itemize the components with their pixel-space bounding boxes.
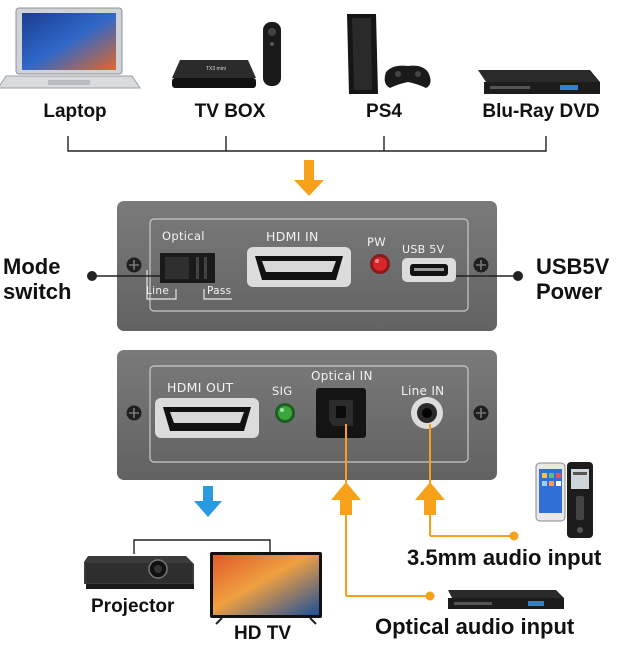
tv-icon xyxy=(210,552,322,625)
top-panel xyxy=(117,201,497,331)
mode-switch-icon xyxy=(160,253,215,283)
optical-audio-path xyxy=(331,424,435,601)
source-label-ps4: PS4 xyxy=(366,101,402,122)
bluray-player-icon xyxy=(478,70,600,94)
line-in-label: Line IN xyxy=(401,384,445,398)
mode-callout xyxy=(87,271,160,281)
laptop-icon xyxy=(0,7,141,89)
ps4-icon xyxy=(347,14,431,94)
tv-box-icon: TX3 mini xyxy=(172,22,281,88)
hdmi-out-port-icon xyxy=(155,398,259,438)
mode-switch-label-line1: Mode xyxy=(3,254,61,279)
line-mode-label: Line xyxy=(146,285,170,297)
power-led-icon xyxy=(370,254,390,274)
usb-power-label-line2: Power xyxy=(536,279,603,304)
line-audio-path xyxy=(415,424,519,541)
screw-icon xyxy=(473,405,489,421)
optical-in-label: Optical IN xyxy=(311,369,373,383)
usb-power-label: USB5V Power xyxy=(536,254,609,304)
sig-label: SIG xyxy=(272,384,293,398)
hdmi-out-label: HDMI OUT xyxy=(167,380,234,395)
usb-power-label-line1: USB5V xyxy=(536,254,610,279)
optical-mode-label: Optical xyxy=(162,229,205,243)
bottom-panel xyxy=(117,350,497,480)
svg-text:TX3 mini: TX3 mini xyxy=(206,66,226,72)
screw-icon xyxy=(473,257,489,273)
projector-label: Projector xyxy=(91,596,175,617)
mode-switch-label-line2: switch xyxy=(3,279,72,304)
pw-label: PW xyxy=(367,235,386,249)
usb-port-icon xyxy=(402,258,456,282)
mode-switch-label: Mode switch xyxy=(3,254,71,304)
signal-led-icon xyxy=(275,403,295,423)
output-bracket xyxy=(133,539,271,554)
hdmi-in-port-icon xyxy=(247,247,351,287)
source-label-bluray: Blu-Ray DVD xyxy=(482,101,600,122)
source-label-tv-box: TV BOX xyxy=(194,101,266,122)
output-arrow xyxy=(194,486,222,517)
optical-player-icon xyxy=(448,590,564,609)
source-bracket xyxy=(67,136,547,152)
usb-5v-label: USB 5V xyxy=(402,243,445,256)
pass-mode-label: Pass xyxy=(207,285,232,297)
audio-35-label: 3.5mm audio input xyxy=(407,545,602,570)
screw-icon xyxy=(126,257,142,273)
line-in-jack-icon xyxy=(411,397,443,429)
hdmi-in-label: HDMI IN xyxy=(266,229,319,244)
usb-callout xyxy=(456,271,523,281)
optical-audio-label: Optical audio input xyxy=(375,614,575,639)
voice-recorder-icon xyxy=(567,462,593,538)
smartphone-icon xyxy=(535,462,566,522)
optical-in-port-icon xyxy=(316,388,366,438)
projector-icon xyxy=(84,556,194,589)
source-label-laptop: Laptop xyxy=(43,101,107,122)
screw-icon xyxy=(126,405,142,421)
hd-tv-label: HD TV xyxy=(234,623,291,644)
input-arrow xyxy=(294,160,324,196)
